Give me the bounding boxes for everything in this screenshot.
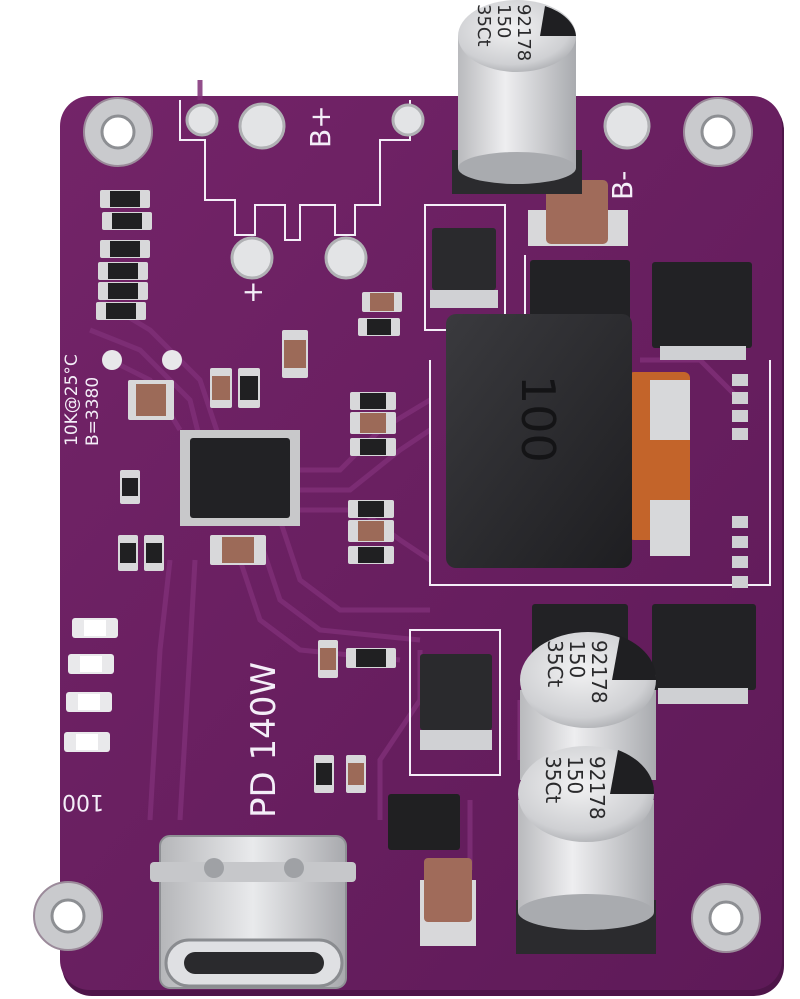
mounting-hole-bottom-right	[691, 883, 761, 953]
electrolytic-capacitor-bottom: 35Ct 150 92178	[516, 746, 656, 954]
led-scale-label: 100	[62, 789, 104, 814]
thermistor-label-line2: B=3380	[83, 377, 103, 446]
capacitor-bottom-text-line1: 35Ct	[541, 756, 565, 803]
capacitor-middle-text-line1: 35Ct	[543, 640, 567, 687]
electrolytic-capacitor-top: 35Ct 150 92178	[452, 0, 582, 194]
usb-c-port	[150, 835, 356, 989]
silkscreen-outlines	[179, 100, 771, 776]
mounting-hole-top-left	[83, 97, 153, 167]
electrolytic-capacitor-middle: 35Ct 150 92178	[520, 632, 657, 780]
capacitor-top-text-line2: 150	[493, 4, 514, 38]
ceramic-capacitor-bottom	[420, 858, 476, 946]
right-edge-pads	[732, 374, 748, 588]
ceramic-capacitor-top	[528, 180, 628, 246]
capacitor-bottom-text-line2: 150	[563, 756, 587, 794]
mounting-hole-top-right	[683, 97, 753, 167]
mounting-hole-bottom-left	[33, 881, 103, 951]
plus-sign-label: +	[236, 281, 269, 304]
power-inductor: 100	[446, 314, 690, 568]
battery-pads	[102, 102, 651, 370]
capacitor-top-text-line3: 92178	[513, 4, 534, 61]
battery-plus-label: B+	[304, 105, 337, 148]
capacitor-middle-text-line2: 150	[565, 640, 589, 678]
battery-minus-label: B-	[606, 171, 639, 200]
power-rating-label: PD 140W	[244, 662, 284, 818]
status-leds	[64, 618, 118, 752]
controller-ic	[180, 430, 300, 526]
capacitor-bottom-text-line3: 92178	[585, 756, 609, 820]
capacitor-top-text-line1: 35Ct	[473, 4, 494, 47]
inductor-marking: 100	[511, 375, 565, 463]
thermistor-label-line1: 10K@25°C	[62, 354, 82, 446]
passive-components-middle	[118, 292, 402, 793]
resistor-array-left	[96, 190, 152, 320]
capacitor-middle-text-line3: 92178	[587, 640, 611, 704]
